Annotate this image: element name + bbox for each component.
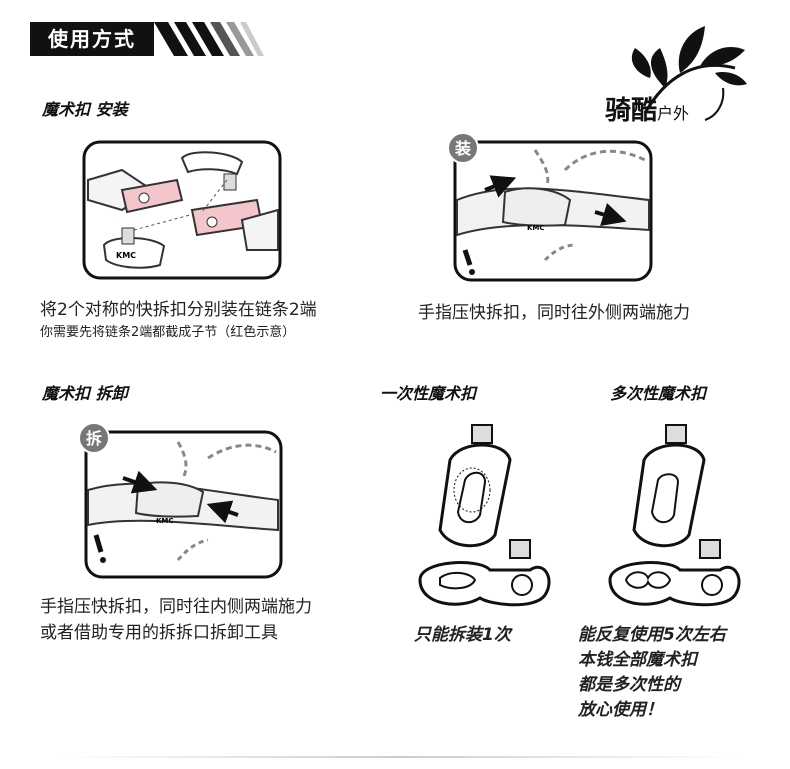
header-title: 使用方式 xyxy=(30,22,154,56)
multi-use-line-2: 本钱全部魔术扣 xyxy=(578,650,697,670)
kmc-label: KMC xyxy=(527,224,545,232)
remove-badge: 拆 xyxy=(86,429,102,448)
kmc-label: KMC xyxy=(116,251,136,260)
install-press-caption: 手指压快拆扣，同时往外侧两端施力 xyxy=(418,303,690,323)
section-header: 使用方式 xyxy=(30,22,264,56)
multi-use-title: 多次性魔术扣 xyxy=(610,384,707,403)
remove-illustration: KMC 拆 xyxy=(78,422,283,579)
leaf-logo-icon xyxy=(631,26,747,121)
multi-use-line-1: 能反复使用5次左右 xyxy=(578,625,726,645)
single-use-link-illustration xyxy=(418,424,551,607)
install-title: 魔术扣 安装 xyxy=(42,100,128,119)
brand-logo: 骑酷户外 xyxy=(605,18,755,128)
brand-main-text: 骑酷 xyxy=(605,96,658,126)
multi-use-link-illustration xyxy=(608,424,741,607)
kmc-label: KMC xyxy=(156,517,174,525)
bottom-divider xyxy=(60,756,740,758)
single-use-title: 一次性魔术扣 xyxy=(380,384,477,403)
install-press-illustration: KMC 装 xyxy=(447,132,653,282)
brand-small-text: 户外 xyxy=(657,104,690,123)
header-stripes xyxy=(154,22,264,56)
install-badge: 装 xyxy=(454,139,471,158)
install-caption: 将2个对称的快拆扣分别装在链条2端 xyxy=(40,300,317,320)
install-note: 你需要先将链条2端都截成子节（红色示意） xyxy=(40,325,296,340)
multi-use-line-4: 放心使用！ xyxy=(578,700,663,720)
remove-title: 魔术扣 拆卸 xyxy=(42,384,128,403)
multi-use-line-3: 都是多次性的 xyxy=(578,675,680,695)
brand-name: 骑酷户外 xyxy=(605,90,689,127)
remove-caption-2: 或者借助专用的拆拆口拆卸工具 xyxy=(40,623,278,643)
install-illustration: KMC xyxy=(82,140,282,280)
single-use-caption: 只能拆装1次 xyxy=(414,625,511,645)
remove-caption: 手指压快拆扣，同时往内侧两端施力 xyxy=(40,597,312,617)
